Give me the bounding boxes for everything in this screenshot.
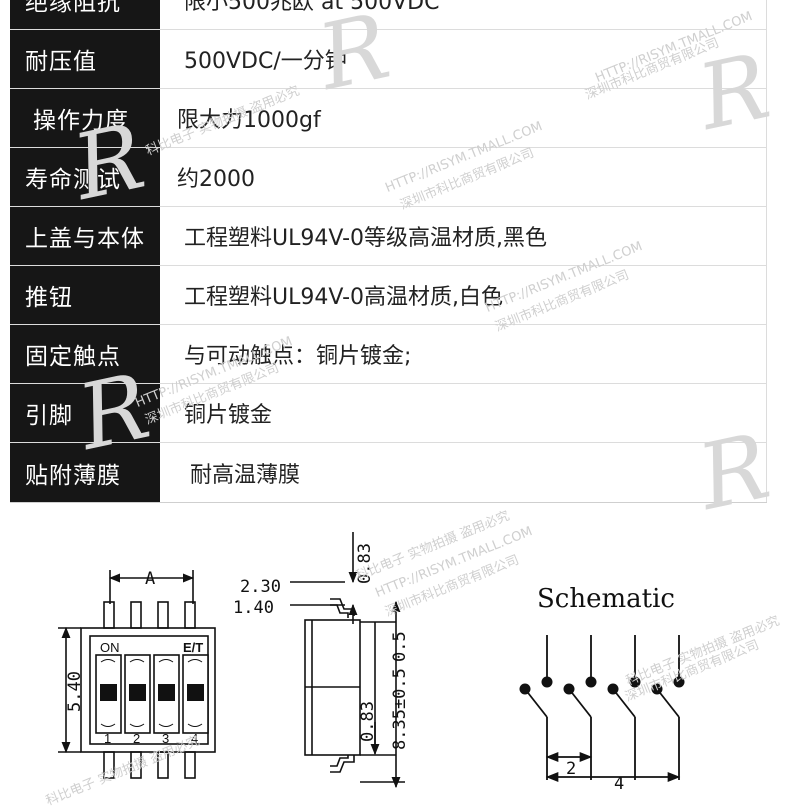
position-label: 3 — [162, 731, 169, 746]
spec-row: 操作力度 限大力1000gf — [10, 89, 767, 148]
spec-value: 工程塑料UL94V-0高温材质,白色 — [160, 266, 767, 324]
pitch-large-label: 4 — [614, 774, 624, 790]
spec-label: 寿命测试 — [10, 148, 160, 206]
spec-row: 绝缘阻抗 限小500兆欧 at 500VDC — [10, 0, 767, 30]
spec-value: 限大力1000gf — [160, 89, 767, 147]
spec-label: 推钮 — [10, 266, 160, 324]
switch-on-label: ON — [100, 640, 120, 655]
spec-value: 工程塑料UL94V-0等级高温材质,黑色 — [160, 207, 767, 265]
position-label: 2 — [133, 731, 140, 746]
dim-top-label: 2.30 — [240, 577, 281, 597]
position-label: 1 — [104, 731, 111, 746]
spec-label: 固定触点 — [10, 325, 160, 383]
spec-table: 绝缘阻抗 限小500兆欧 at 500VDC 耐压值 500VDC/一分钟 操作… — [10, 0, 767, 503]
position-label: 4 — [191, 731, 198, 746]
switch-brand-label: E/T — [183, 640, 203, 655]
spec-value: 铜片镀金 — [160, 384, 767, 442]
dim-height-label: 5.40 — [65, 671, 85, 712]
spec-row: 固定触点 与可动触点：铜片镀金; — [10, 325, 767, 384]
spec-label: 绝缘阻抗 — [10, 0, 160, 29]
spec-label: 上盖与本体 — [10, 207, 160, 265]
dim-total-label: 8.35±0.5 — [390, 668, 410, 750]
spec-row: 贴附薄膜 耐高温薄膜 — [10, 443, 767, 502]
dim-pin-label: 1.40 — [233, 598, 274, 618]
spec-value: 限小500兆欧 at 500VDC — [160, 0, 767, 29]
schematic-title: Schematic — [537, 584, 675, 614]
spec-row: 寿命测试 约2000 — [10, 148, 767, 207]
spec-row: 引脚 铜片镀金 — [10, 384, 767, 443]
pitch-small-label: 2 — [566, 759, 576, 779]
spec-label: 引脚 — [10, 384, 160, 442]
schematic-contacts — [519, 676, 685, 695]
spec-value: 500VDC/一分钟 — [160, 30, 767, 88]
spec-value: 耐高温薄膜 — [160, 443, 767, 502]
top-view — [58, 570, 216, 779]
spec-label: 贴附薄膜 — [10, 443, 160, 502]
dim-thick-side-label: 0.83 — [358, 701, 378, 742]
spec-value: 与可动触点：铜片镀金; — [160, 325, 767, 383]
spec-row: 推钮 工程塑料UL94V-0高温材质,白色 — [10, 266, 767, 325]
spec-label: 耐压值 — [10, 30, 160, 88]
spec-row: 上盖与本体 工程塑料UL94V-0等级高温材质,黑色 — [10, 207, 767, 266]
dim-a-label: A — [145, 569, 155, 589]
schematic — [524, 635, 681, 783]
side-view — [290, 532, 405, 789]
spec-value: 约2000 — [160, 148, 767, 206]
dim-body-label: 0.5 — [390, 631, 410, 662]
spec-row: 耐压值 500VDC/一分钟 — [10, 30, 767, 89]
spec-label: 操作力度 — [10, 89, 160, 147]
technical-drawing: A 5.40 ON E/T 1 2 3 4 2.30 1.40 0.83 0.5… — [58, 532, 685, 790]
dim-thick-top-label: 0.83 — [355, 543, 375, 584]
